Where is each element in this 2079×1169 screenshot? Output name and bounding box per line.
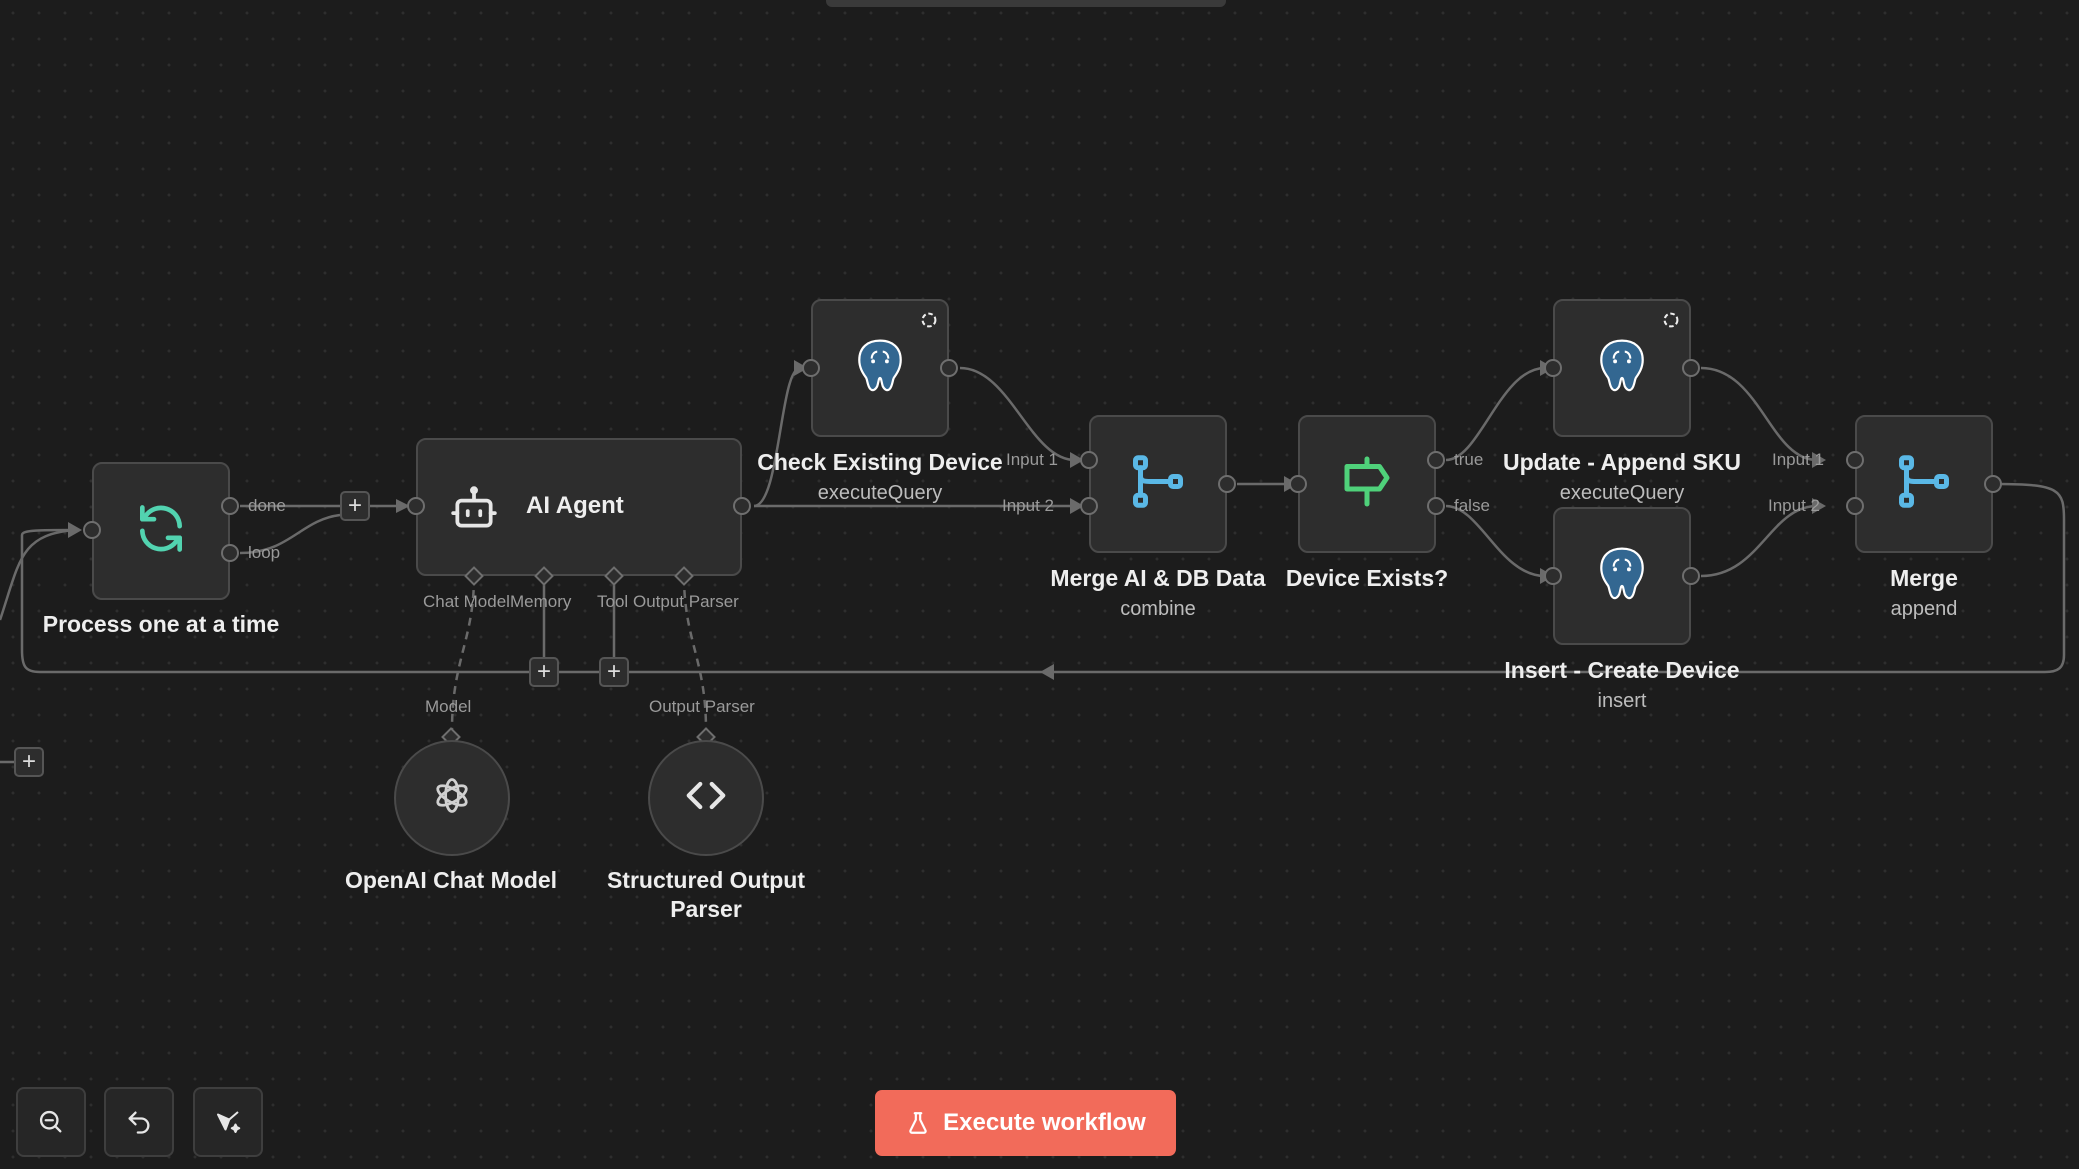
add-after-done-button[interactable]: + [340,491,370,521]
if-true-port[interactable] [1427,451,1445,469]
merge2-input1-port[interactable] [1846,451,1864,469]
signpost-icon [1337,452,1397,517]
if-false-label: false [1454,496,1490,515]
update-sku-node[interactable] [1553,299,1691,437]
ai-agent-title: AI Agent [526,492,624,519]
agent-output-port[interactable] [733,497,751,515]
parser-title-line1: Structured Output [606,867,806,893]
merge1-output-port[interactable] [1218,475,1236,493]
refresh-icon [133,501,189,562]
check-input-port[interactable] [802,359,820,377]
openai-icon [428,772,476,825]
loop-input-port[interactable] [83,521,101,539]
add-tool-button[interactable]: + [599,657,629,687]
merge-icon [1128,452,1188,517]
merge1-input2-port[interactable] [1080,497,1098,515]
tool-label: Tool [597,592,629,611]
postgres-icon [1594,545,1650,608]
check-subtitle: executeQuery [817,482,943,504]
parser-title-line2: Parser [670,896,742,922]
add-node-button[interactable]: + [14,747,44,777]
structured-output-parser-node[interactable] [648,740,764,856]
merge-append-node[interactable] [1855,415,1993,553]
flask-icon [909,1112,927,1134]
output-parser-label: Output Parser [633,592,739,611]
undo-button[interactable] [104,1087,174,1157]
loop-loop-port[interactable] [221,544,239,562]
merge1-subtitle: combine [1120,598,1196,620]
merge2-title: Merge [1890,565,1958,591]
device-exists-node[interactable] [1298,415,1436,553]
undo-icon [128,1111,150,1134]
merge2-input2-port[interactable] [1846,497,1864,515]
postgres-icon [852,337,908,400]
broom-icon [217,1111,241,1133]
merge2-input1-label: Input 1 [1772,450,1824,469]
zoom-out-icon [39,1110,62,1133]
zoom-out-button[interactable] [16,1087,86,1157]
top-panel-handle[interactable] [826,0,1226,7]
loop-done-port[interactable] [221,497,239,515]
postgres-icon [1594,337,1650,400]
loop-title: Process one at a time [42,611,280,637]
check-output-port[interactable] [940,359,958,377]
code-icon [683,773,729,824]
openai-title: OpenAI Chat Model [344,867,558,893]
merge2-output-port[interactable] [1984,475,2002,493]
chat-model-label: Chat Model [423,592,510,611]
merge2-input2-label: Input 2 [1768,496,1820,515]
check-title: Check Existing Device [757,449,1003,475]
insert-output-port[interactable] [1682,567,1700,585]
openai-port-label: Model [425,697,472,716]
update-subtitle: executeQuery [1559,482,1685,504]
merge-icon [1894,452,1954,517]
robot-icon [448,484,500,539]
focus-icon[interactable] [1660,309,1682,331]
loop-node[interactable] [92,462,230,600]
insert-subtitle: insert [1597,690,1647,712]
ai-agent-node[interactable]: AI Agent [416,438,742,576]
merge1-input2-label: Input 2 [1002,496,1054,515]
insert-input-port[interactable] [1544,567,1562,585]
loop-done-label: done [248,496,286,515]
insert-title: Insert - Create Device [1504,657,1740,683]
loop-loop-label: loop [248,543,281,562]
merge1-title: Merge AI & DB Data [1050,565,1266,591]
execute-workflow-label: Execute workflow [943,1109,1146,1136]
merge2-subtitle: append [1890,598,1958,620]
focus-icon[interactable] [918,309,940,331]
update-output-port[interactable] [1682,359,1700,377]
update-title: Update - Append SKU [1502,449,1742,475]
add-memory-button[interactable]: + [529,657,559,687]
agent-input-port[interactable] [407,497,425,515]
merge1-input1-port[interactable] [1080,451,1098,469]
tidy-up-button[interactable] [193,1087,263,1157]
insert-device-node[interactable] [1553,507,1691,645]
merge1-input1-label: Input 1 [1006,450,1058,469]
execute-workflow-button[interactable]: Execute workflow [875,1090,1176,1156]
memory-label: Memory [510,592,572,611]
if-input-port[interactable] [1289,475,1307,493]
openai-chat-model-node[interactable] [394,740,510,856]
check-device-node[interactable] [811,299,949,437]
if-false-port[interactable] [1427,497,1445,515]
if-title: Device Exists? [1285,565,1449,591]
if-true-label: true [1454,450,1484,469]
merge-ai-db-node[interactable] [1089,415,1227,553]
update-input-port[interactable] [1544,359,1562,377]
parser-port-label: Output Parser [649,697,755,716]
